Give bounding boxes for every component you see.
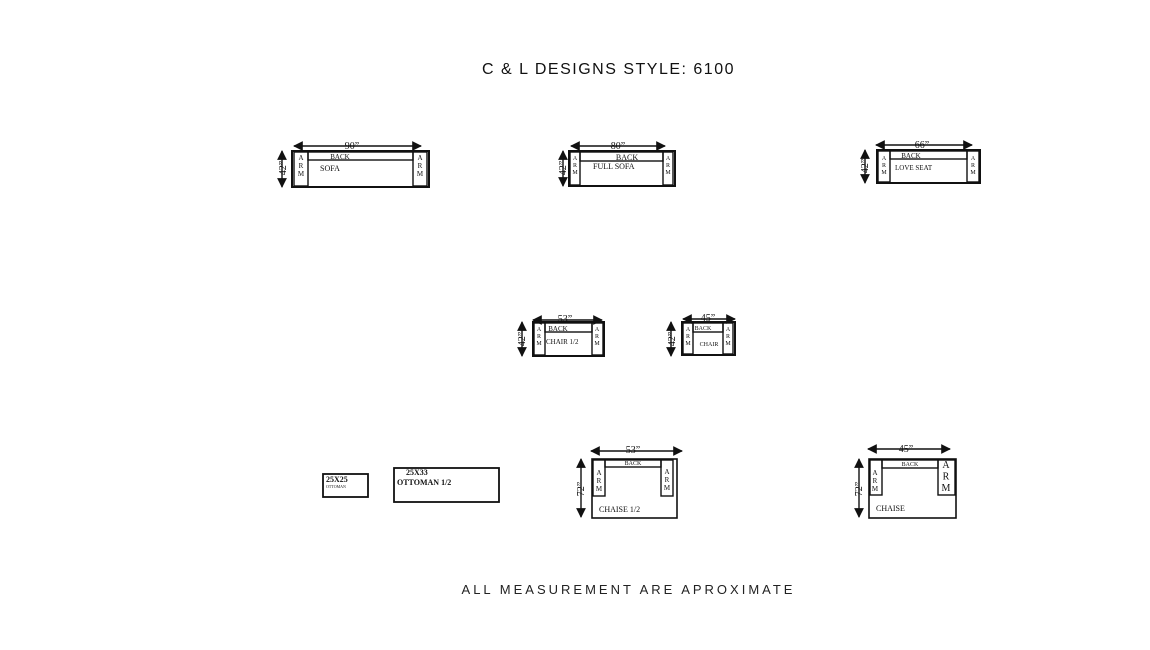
depth-label: 72” xyxy=(854,482,865,496)
chaise-outline xyxy=(591,458,678,519)
back-cushion xyxy=(604,459,662,468)
width-label: 45” xyxy=(701,313,715,324)
chaise-half-piece xyxy=(576,446,683,519)
piece-name: CHAIR xyxy=(700,342,719,348)
arm-right xyxy=(722,322,734,355)
ottoman-name: OTTOMAN xyxy=(326,484,346,489)
arm-right xyxy=(937,459,956,496)
depth-label: 42” xyxy=(558,161,569,175)
back-label: BACK xyxy=(901,152,920,160)
arm-left xyxy=(533,322,546,356)
back-cushion xyxy=(889,150,968,160)
ottoman-size: 25X33 xyxy=(406,468,428,477)
back-label: BACK xyxy=(902,462,919,468)
arm-left xyxy=(877,150,891,183)
chaise-outline xyxy=(868,458,957,519)
back-label: BACK xyxy=(548,325,567,333)
ottoman-outline xyxy=(393,467,500,503)
width-label: 53” xyxy=(626,445,640,456)
width-label: 45” xyxy=(899,444,913,455)
disclaimer: ALL MEASUREMENT ARE APROXIMATE xyxy=(461,582,796,597)
back-label: BACK xyxy=(695,326,712,332)
back-label: BACK xyxy=(625,461,642,467)
arm-right xyxy=(412,151,428,187)
depth-label: 42” xyxy=(517,332,528,346)
arm-right xyxy=(966,150,980,183)
back-cushion xyxy=(692,322,724,333)
width-label: 53” xyxy=(558,314,572,325)
width-label: 90” xyxy=(345,141,359,152)
love-seat-piece xyxy=(860,140,981,184)
ottoman-size: 25X25 xyxy=(326,475,348,484)
piece-name: CHAISE xyxy=(876,504,905,513)
piece-name: CHAISE 1/2 xyxy=(599,505,640,514)
arm-right xyxy=(662,151,674,186)
piece-name: LOVE SEAT xyxy=(895,164,933,172)
ottoman-half-piece xyxy=(393,467,500,503)
chair-outline xyxy=(681,321,736,356)
ottoman-piece xyxy=(322,473,369,498)
arm-left xyxy=(592,459,606,497)
back-cushion xyxy=(307,151,414,161)
piece-name: FULL SOFA xyxy=(593,162,635,171)
chair-half-piece xyxy=(517,315,605,357)
width-label: 66” xyxy=(915,140,929,151)
back-cushion xyxy=(881,459,939,469)
back-label: BACK xyxy=(330,153,349,161)
piece-name: SOFA xyxy=(320,164,340,173)
piece-name: CHAIR 1/2 xyxy=(546,338,579,346)
depth-label: 42” xyxy=(278,161,289,175)
arm-left xyxy=(682,322,694,355)
depth-label: 42” xyxy=(860,159,871,173)
arm-left xyxy=(569,151,581,186)
arm-left xyxy=(869,459,883,496)
page-title: C & L DESIGNS STYLE: 6100 xyxy=(482,61,735,78)
chair-outline xyxy=(532,321,605,357)
arm-right xyxy=(591,322,604,356)
sofa-piece xyxy=(277,141,430,188)
back-label: BACK xyxy=(616,153,638,162)
chaise-piece xyxy=(854,444,957,519)
arm-right xyxy=(660,459,674,497)
back-cushion xyxy=(579,151,664,162)
sofa-outline xyxy=(291,150,430,188)
width-label: 80” xyxy=(611,141,625,152)
depth-label: 42” xyxy=(667,332,678,346)
back-cushion xyxy=(544,322,593,333)
love-seat-outline xyxy=(876,149,981,184)
depth-label: 72” xyxy=(576,482,587,496)
full-sofa-piece xyxy=(558,141,676,187)
ottoman-outline xyxy=(322,473,369,498)
arm-left xyxy=(293,151,309,187)
sofa-outline xyxy=(568,150,676,187)
ottoman-name: OTTOMAN 1/2 xyxy=(397,478,451,487)
chair-piece xyxy=(666,314,736,357)
